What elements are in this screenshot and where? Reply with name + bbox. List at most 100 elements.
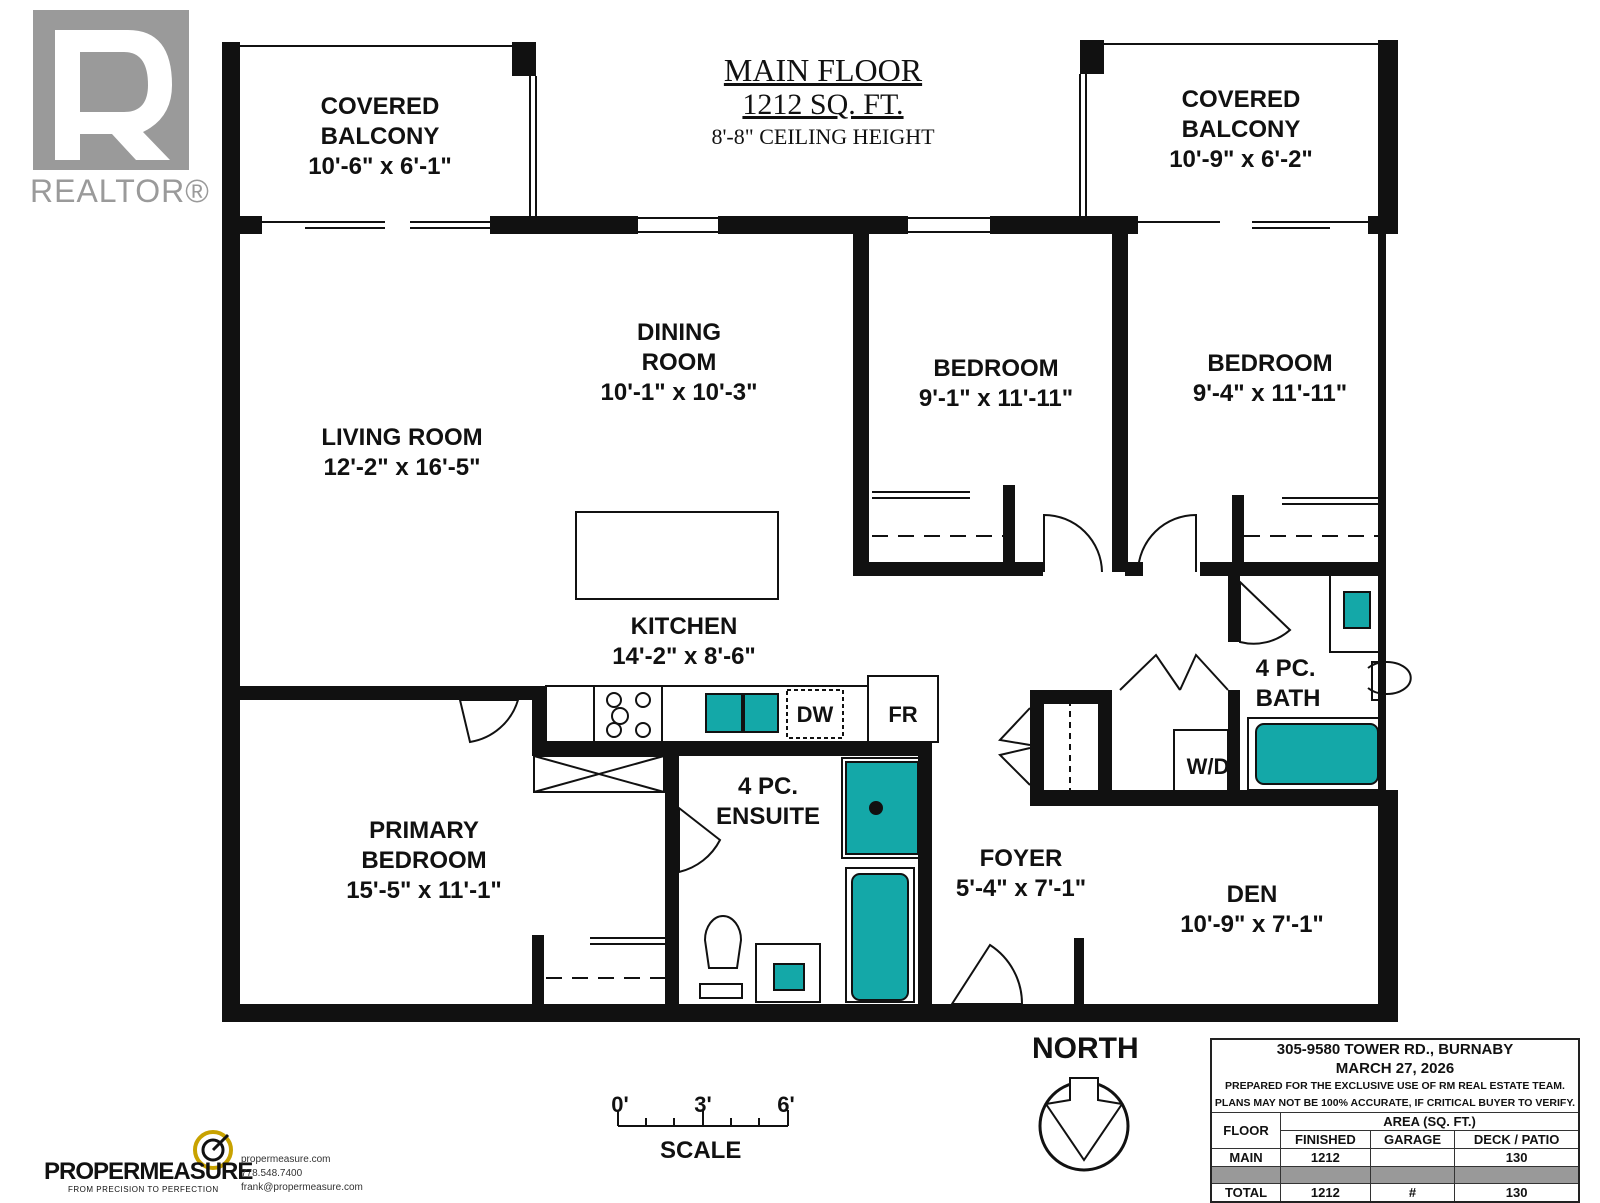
room-name: PRIMARY	[369, 817, 479, 844]
room-label-bedroom-mid: BEDROOM 9'-1" x 11'-11"	[919, 354, 1073, 414]
wall	[532, 742, 932, 756]
cell-finished: 1212	[1280, 1148, 1371, 1167]
wall	[853, 562, 1043, 576]
wall	[1200, 562, 1386, 576]
table-row-total: TOTAL 1212 # 130	[1210, 1183, 1580, 1203]
ceiling-height: 8'-8" CEILING HEIGHT	[711, 124, 935, 149]
room-label-balcony-right: COVERED BALCONY 10'-9" x 6'-2"	[1169, 85, 1313, 175]
room-name: ENSUITE	[715, 803, 821, 830]
wall	[853, 230, 869, 572]
sliding-doors	[262, 221, 1380, 945]
col-floor: FLOOR	[1210, 1112, 1282, 1149]
room-label-living: LIVING ROOM 12'-2" x 16'-5"	[321, 423, 482, 483]
room-name: BEDROOM	[933, 355, 1059, 382]
scale-tick-3: 3'	[694, 1092, 712, 1117]
plan-date: MARCH 27, 2026	[1335, 1060, 1455, 1077]
wall	[1003, 485, 1015, 575]
vanity-sink	[773, 963, 805, 991]
room-size: 5'-4" x 7'-1"	[955, 875, 1087, 902]
wall	[990, 216, 1138, 234]
table-row: MAIN 1212 130	[1210, 1148, 1580, 1167]
cell-deck: 130	[1454, 1183, 1580, 1203]
north-label: NORTH	[1032, 1032, 1139, 1065]
disclaimer-2: PLANS MAY NOT BE 100% ACCURATE, IF CRITI…	[1214, 1097, 1576, 1109]
wall	[1125, 562, 1143, 576]
col-finished: FINISHED	[1280, 1130, 1371, 1149]
wall	[1112, 230, 1128, 572]
wall	[1030, 690, 1044, 800]
room-name: 4 PC.	[737, 773, 799, 800]
cell-finished: 1212	[1280, 1183, 1371, 1203]
room-size: 10'-9" x 7'-1"	[1180, 911, 1324, 938]
stove	[593, 685, 663, 743]
north-arrow	[1038, 1077, 1130, 1172]
address: 305-9580 TOWER RD., BURNABY	[1276, 1041, 1514, 1058]
bath-tub	[1255, 723, 1379, 785]
room-size: 10'-9" x 6'-2"	[1169, 146, 1313, 173]
room-name: COVERED	[1181, 86, 1301, 113]
sink	[743, 693, 779, 733]
room-label-foyer: FOYER 5'-4" x 7'-1"	[956, 844, 1086, 904]
windows	[225, 43, 1378, 770]
area-header: AREA (SQ. FT.)	[1280, 1112, 1580, 1131]
fixtures-outline	[699, 571, 1412, 1003]
room-label-ensuite: 4 PC. ENSUITE	[716, 772, 820, 832]
sink	[705, 693, 743, 733]
room-label-bath: 4 PC. BATH	[1256, 654, 1321, 714]
bathtub	[851, 873, 909, 1001]
wall	[1378, 798, 1398, 1022]
fridge-label: FR	[888, 702, 918, 727]
room-size: 14'-2" x 8'-6"	[612, 643, 756, 670]
propermeasure-contact: propermeasure.com 778.548.7400 frank@pro…	[241, 1153, 363, 1195]
scale-label: SCALE	[660, 1137, 742, 1164]
wall	[1080, 40, 1104, 74]
room-size: 12'-2" x 16'-5"	[323, 454, 481, 481]
email: frank@propermeasure.com	[241, 1182, 363, 1193]
room-name: 4 PC.	[1255, 655, 1316, 682]
cell-garage: #	[1369, 1183, 1456, 1203]
room-name: FOYER	[979, 845, 1063, 872]
swing-doors	[458, 513, 1292, 1005]
room-name: COVERED	[320, 93, 440, 120]
room-size: 10'-6" x 6'-1"	[308, 153, 452, 180]
propermeasure-logo-mark	[193, 1130, 233, 1170]
plan-title: MAIN FLOOR 1212 SQ. FT. 8'-8" CEILING HE…	[693, 52, 953, 152]
room-name: DINING	[637, 319, 721, 346]
dishwasher-label: DW	[796, 702, 834, 727]
scale-tick-0: 0'	[611, 1092, 629, 1117]
bath-sink	[1343, 591, 1371, 629]
room-name: BALCONY	[320, 123, 440, 150]
wall	[1368, 216, 1398, 234]
wall	[222, 1004, 1398, 1022]
room-size: 9'-1" x 11'-11"	[918, 385, 1074, 412]
room-name: BEDROOM	[1207, 350, 1333, 377]
room-label-kitchen: KITCHEN 14'-2" x 8'-6"	[612, 612, 756, 672]
cell-garage	[1369, 1148, 1456, 1167]
room-label-dining: DINING ROOM 10'-1" x 10'-3"	[601, 318, 758, 408]
wall	[1228, 690, 1240, 790]
fridge	[867, 675, 939, 743]
wall	[1378, 220, 1386, 800]
floor-area: 1212 SQ. FT.	[742, 88, 904, 121]
wall	[918, 742, 932, 1012]
wall	[532, 686, 546, 744]
wall	[1232, 495, 1244, 575]
room-name: ROOM	[641, 349, 717, 376]
col-deck: DECK / PATIO	[1454, 1130, 1580, 1149]
room-size: 10'-1" x 10'-3"	[600, 379, 758, 406]
table-row-empty	[1210, 1166, 1580, 1184]
room-label-den: DEN 10'-9" x 7'-1"	[1180, 880, 1324, 940]
wall	[1098, 690, 1112, 800]
kitchen	[533, 511, 939, 793]
cell-deck: 130	[1454, 1148, 1580, 1167]
propermeasure-tagline: FROM PRECISION TO PERFECTION	[68, 1185, 219, 1194]
realtor-logo-mark	[33, 10, 189, 170]
wall	[490, 216, 638, 234]
col-garage: GARAGE	[1369, 1130, 1456, 1149]
closet-box	[533, 755, 665, 793]
realtor-wordmark: REALTOR®	[30, 173, 210, 209]
room-name: BATH	[1255, 685, 1321, 712]
wall	[1030, 790, 1398, 806]
disclaimer-1: PREPARED FOR THE EXCLUSIVE USE OF RM REA…	[1225, 1080, 1565, 1092]
wall	[1228, 572, 1240, 642]
